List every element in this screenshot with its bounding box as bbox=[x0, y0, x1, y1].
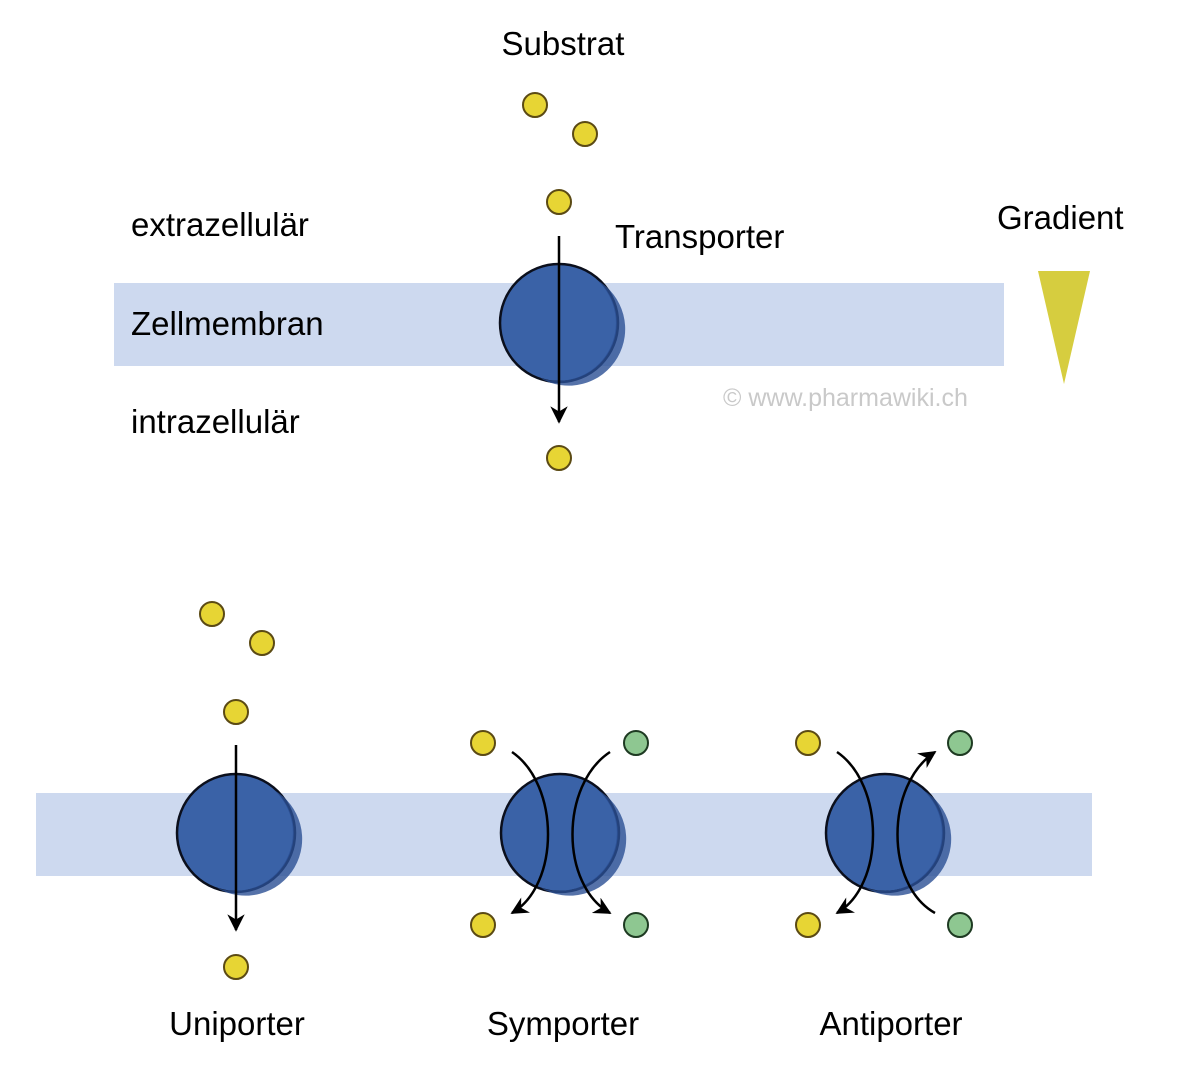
antiporter-arrow-substrate bbox=[835, 750, 875, 915]
extracellular-label: extrazellulär bbox=[131, 206, 309, 243]
cosubstrate-molecule-icon bbox=[623, 912, 649, 938]
membrane-label: Zellmembran bbox=[131, 305, 324, 342]
symporter-label: Symporter bbox=[486, 1005, 640, 1042]
substrate-label: Substrat bbox=[501, 25, 625, 62]
gradient-label: Gradient bbox=[997, 199, 1124, 236]
substrate-molecule-icon bbox=[199, 601, 225, 627]
substrate-molecule-icon bbox=[223, 699, 249, 725]
substrate-molecule-icon bbox=[546, 189, 572, 215]
transporter-label: Transporter bbox=[615, 218, 785, 255]
substrate-molecule-icon bbox=[795, 730, 821, 756]
symporter-arrow-substrate bbox=[510, 750, 550, 915]
substrate-molecule-icon bbox=[572, 121, 598, 147]
antiporter-transporter-icon bbox=[824, 772, 952, 896]
substrate-molecule-icon bbox=[795, 912, 821, 938]
substrate-molecule-icon bbox=[470, 730, 496, 756]
cosubstrate-molecule-icon bbox=[947, 912, 973, 938]
transporter-protein-icon bbox=[498, 262, 626, 386]
uniporter-transporter-icon bbox=[175, 772, 303, 896]
uniporter-label: Uniporter bbox=[169, 1005, 305, 1042]
cosubstrate-molecule-icon bbox=[623, 730, 649, 756]
symporter-arrow-cosubstrate bbox=[571, 750, 612, 915]
substrate-molecule-icon bbox=[223, 954, 249, 980]
intracellular-label: intrazellulär bbox=[131, 403, 300, 440]
substrate-molecule-icon bbox=[546, 445, 572, 471]
antiporter-label: Antiporter bbox=[819, 1005, 963, 1042]
substrate-molecule-icon bbox=[249, 630, 275, 656]
gradient-wedge-icon bbox=[1038, 271, 1090, 384]
copyright-watermark: © www.pharmawiki.ch bbox=[723, 384, 968, 412]
substrate-molecule-icon bbox=[522, 92, 548, 118]
symporter-transporter-icon bbox=[499, 772, 627, 896]
substrate-molecule-icon bbox=[470, 912, 496, 938]
cosubstrate-molecule-icon bbox=[947, 730, 973, 756]
antiporter-arrow-cosubstrate bbox=[896, 750, 937, 915]
